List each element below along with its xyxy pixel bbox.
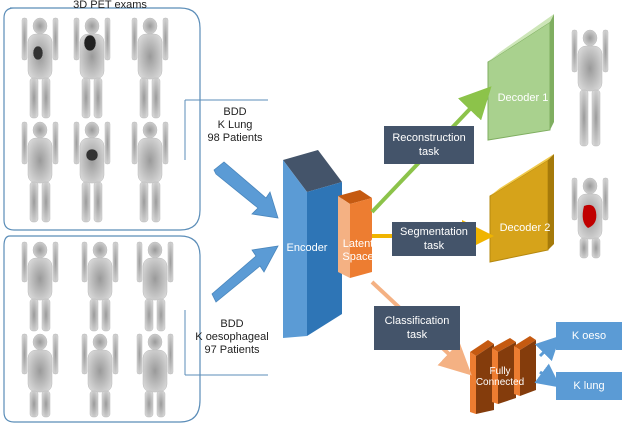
- fully-connected-block: [470, 336, 536, 414]
- input-arrow-oeso: [211, 245, 279, 303]
- classification-line2: task: [406, 329, 428, 341]
- fully-connected-label: Fully Connected: [472, 366, 528, 388]
- oeso-db-line3: 97 Patients: [204, 344, 260, 356]
- decoder-1-label: Decoder 1: [497, 92, 549, 104]
- latent-line1: Latent: [342, 238, 374, 250]
- output-arrow-oeso: [534, 335, 561, 362]
- pet-scan-image: [21, 121, 59, 223]
- lung-db-line3: 98 Patients: [207, 132, 263, 144]
- pet-scan-image: [131, 121, 169, 223]
- encoder-label: Encoder: [286, 242, 328, 254]
- oeso-db-label-frame: [184, 310, 268, 376]
- fc-line1: Fully: [489, 366, 511, 377]
- pet-scan-image: [136, 241, 174, 332]
- pet-scan-image: [136, 333, 174, 418]
- pet-scan-image: [21, 241, 59, 332]
- encoder-block: [283, 150, 342, 338]
- decoder-1-block: [487, 14, 554, 141]
- segmentation-line1: Segmentation: [400, 226, 468, 238]
- latent-space-block: [338, 190, 372, 278]
- pet-scan-image: [81, 333, 119, 418]
- reconstruction-line2: task: [418, 146, 440, 158]
- pet-exams-title: 3D PET exams: [73, 0, 147, 11]
- oeso-group-frame: [3, 235, 201, 423]
- oeso-db-line2: K oesophageal: [195, 331, 269, 343]
- pet-scan-image: [73, 17, 111, 119]
- latent-space-label: Latent Space: [340, 238, 376, 264]
- oeso-db-line1: BDD: [220, 318, 244, 330]
- lung-group-frame: [3, 7, 201, 231]
- reconstruction-task-box: Reconstruction task: [384, 126, 474, 164]
- pet-scan-thumbnails-oeso: [21, 241, 174, 418]
- output-arrow-lung: [534, 363, 561, 388]
- classification-line1: Classification: [384, 315, 450, 327]
- lung-db-label-frame: [184, 99, 268, 160]
- input-arrow-lung: [213, 161, 279, 219]
- oeso-db-label: BDD K oesophageal 97 Patients: [186, 318, 278, 357]
- reconstruction-line1: Reconstruction: [392, 132, 466, 144]
- pet-scan-image: [73, 121, 111, 223]
- segmentation-line2: task: [423, 240, 445, 252]
- pet-scan-thumbnails-lung: [21, 17, 169, 223]
- decoder-2-label: Decoder 2: [499, 222, 551, 234]
- reconstruction-output-image: [571, 29, 609, 147]
- lung-db-line2: K Lung: [217, 119, 253, 131]
- fc-line2: Connected: [475, 377, 525, 388]
- output-k-oeso: K oeso: [556, 322, 622, 350]
- lung-db-line1: BDD: [223, 106, 247, 118]
- classification-task-box: Classification task: [374, 306, 460, 350]
- decoder-2-block: [489, 154, 554, 263]
- lung-db-label: BDD K Lung 98 Patients: [190, 106, 280, 145]
- pet-scan-image: [81, 241, 119, 332]
- output-k-lung: K lung: [556, 372, 622, 400]
- segmentation-task-box: Segmentation task: [392, 222, 476, 256]
- pet-scan-image: [131, 17, 169, 119]
- pet-scan-image: [21, 17, 59, 119]
- segmentation-output-image: [571, 177, 609, 259]
- pet-scan-image: [21, 333, 59, 418]
- latent-line2: Space: [342, 251, 374, 263]
